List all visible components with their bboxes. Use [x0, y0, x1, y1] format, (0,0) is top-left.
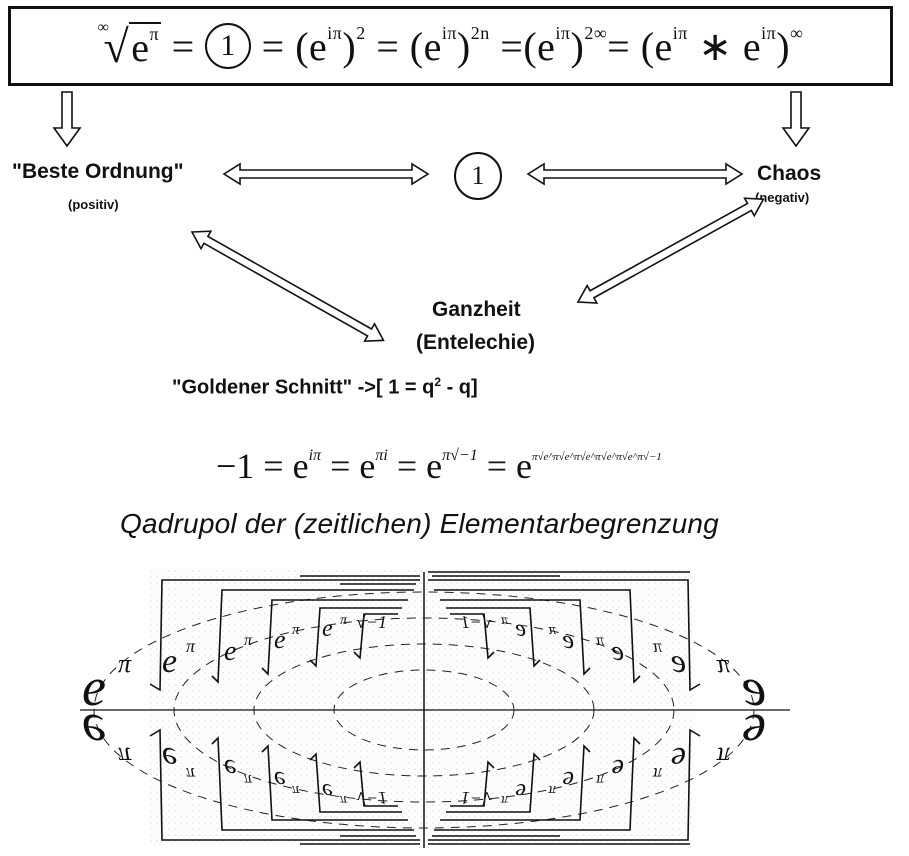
- root-index: ∞: [97, 19, 110, 36]
- eq-sign: =: [261, 23, 285, 69]
- svg-text:π: π: [292, 622, 300, 638]
- svg-text:π: π: [244, 771, 253, 788]
- svg-text:e: e: [671, 740, 686, 777]
- svg-text:π: π: [118, 649, 132, 678]
- golden-ratio-formula: "Goldener Schnitt" ->[ 1 = q2 - q]: [172, 375, 478, 399]
- radicand: eπ: [129, 21, 162, 71]
- svg-text:e: e: [224, 753, 236, 784]
- svg-text:e: e: [515, 616, 526, 642]
- svg-text:e: e: [322, 616, 333, 642]
- svg-text:π: π: [716, 742, 730, 771]
- circled-one: 1: [205, 23, 252, 69]
- svg-text:π: π: [292, 782, 300, 798]
- top-equation: ∞√eπ = 1 = (eiπ)2 = (eiπ)2n = (eiπ)2∞ = …: [11, 9, 890, 83]
- down-arrow-right: [781, 91, 811, 148]
- svg-text:π: π: [340, 613, 348, 628]
- chaos-label: Chaos: [757, 162, 822, 185]
- svg-text:e: e: [612, 753, 624, 784]
- svg-text:π: π: [595, 771, 604, 788]
- center-circled-one: 1: [454, 152, 502, 200]
- svg-text:e: e: [274, 766, 286, 795]
- quadrupol-diagram: e π e π e π e π e π √−1 e π e π e π e π …: [80, 570, 790, 848]
- svg-text:e: e: [162, 643, 177, 680]
- top-equation-box: ∞√eπ = 1 = (eiπ)2 = (eiπ)2n = (eiπ)2∞ = …: [8, 6, 893, 86]
- svg-text:e: e: [612, 636, 624, 667]
- svg-text:π: π: [340, 792, 348, 807]
- eq-sign: =: [171, 23, 195, 69]
- svg-text:π: π: [595, 632, 604, 649]
- double-arrow-left: [222, 162, 430, 186]
- svg-text:π: π: [186, 636, 196, 656]
- quad-e-large-bottom-right: e: [742, 703, 766, 763]
- svg-text:√−1: √−1: [356, 612, 387, 632]
- svg-text:π: π: [548, 622, 556, 638]
- svg-text:π: π: [500, 792, 508, 807]
- svg-text:e: e: [322, 778, 333, 804]
- svg-text:e: e: [162, 740, 177, 777]
- svg-text:π: π: [548, 782, 556, 798]
- svg-text:e: e: [562, 625, 574, 654]
- quadrupol-title: Qadrupol der (zeitlichen) Elementarbegre…: [120, 508, 719, 539]
- svg-text:√−1: √−1: [356, 788, 387, 808]
- svg-text:π: π: [500, 613, 508, 628]
- svg-text:π: π: [652, 636, 662, 656]
- svg-text:π: π: [118, 742, 132, 771]
- radical-sign: √: [103, 20, 130, 72]
- svg-text:π: π: [244, 632, 253, 649]
- svg-text:e: e: [671, 643, 686, 680]
- term-3: (eiπ)2∞: [523, 23, 608, 69]
- eq-sign: =: [376, 23, 400, 69]
- eq-sign: =: [607, 23, 631, 69]
- svg-text:π: π: [652, 764, 662, 784]
- svg-text:√−1: √−1: [461, 788, 492, 808]
- down-arrow-left: [52, 91, 82, 148]
- term-4: (eiπ ∗ eiπ)∞: [640, 23, 804, 69]
- svg-text:π: π: [716, 649, 730, 678]
- double-arrow-right: [526, 162, 744, 186]
- quad-e-large-left: e: [82, 657, 106, 717]
- positiv-label: (positiv): [68, 197, 119, 212]
- diagonal-arrow-right: [576, 197, 765, 304]
- term-1: (eiπ)2: [295, 23, 366, 69]
- svg-text:e: e: [224, 636, 236, 667]
- eq-sign: =: [500, 23, 524, 69]
- quad-e-large-bottom-left: e: [82, 703, 106, 763]
- entelechie-label: (Entelechie): [416, 331, 536, 354]
- ganzheit-label: Ganzheit: [432, 298, 521, 321]
- term-2: (eiπ)2n: [409, 23, 490, 69]
- svg-text:e: e: [515, 778, 526, 804]
- svg-text:π: π: [186, 764, 196, 784]
- negativ-label: (negativ): [755, 190, 810, 205]
- svg-text:e: e: [274, 625, 286, 654]
- svg-text:e: e: [562, 766, 574, 795]
- beste-ordnung-label: "Beste Ordnung": [12, 160, 184, 183]
- svg-text:√−1: √−1: [461, 612, 492, 632]
- euler-equation: −1 = eiπ = eπi = eπ√−1 = eπ√e^π√e^π√e^π√…: [216, 446, 662, 486]
- diagonal-arrow-left: [190, 230, 385, 343]
- quad-e-large-right: e: [742, 657, 766, 717]
